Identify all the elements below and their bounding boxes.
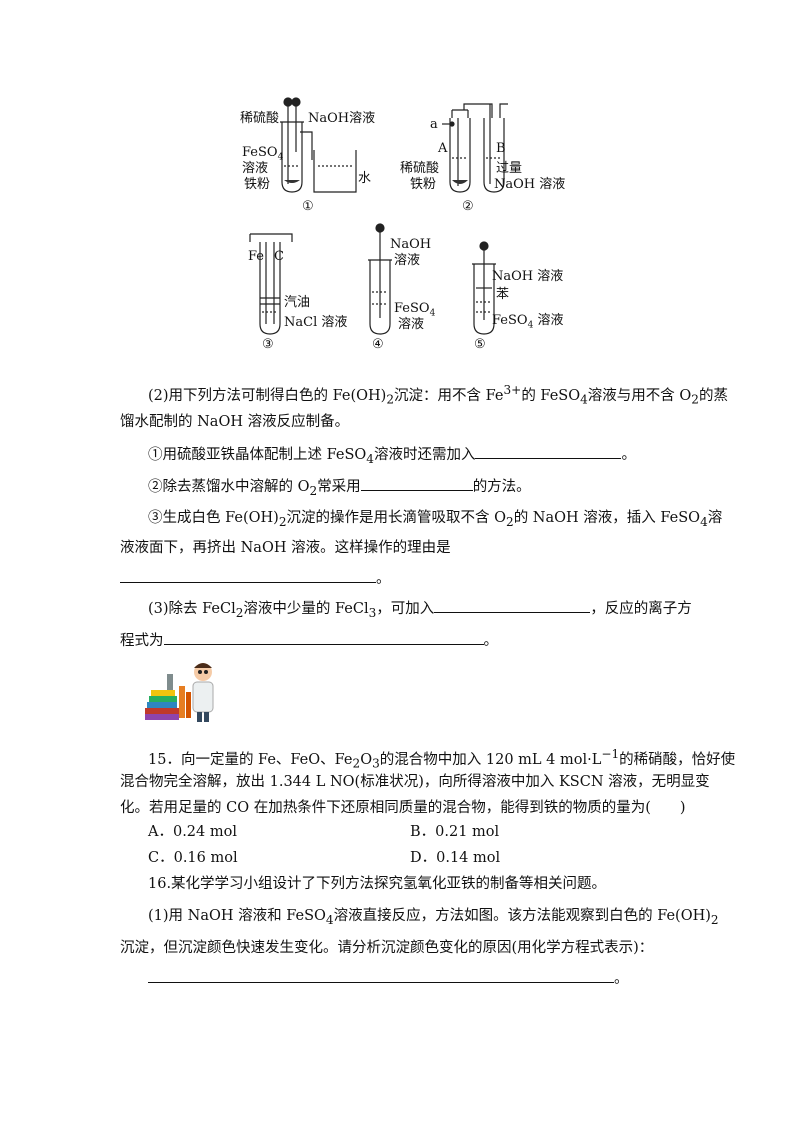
q2-sub3-answer: 。 <box>120 568 391 589</box>
label-excess: 过量 <box>496 161 523 176</box>
label-A: A <box>438 141 448 156</box>
label-naoh-5: NaOH 溶液 <box>492 269 564 284</box>
apparatus-number-2: ② <box>462 199 474 214</box>
apparatus-number-1: ① <box>302 199 314 214</box>
q15-line1: 15．向一定量的 Fe、FeO、Fe2O3的混合物中加入 120 mL 4 mo… <box>148 747 736 771</box>
label-dilute-acid-1: 稀硫酸 <box>240 111 280 126</box>
q2-sub1: ①用硫酸亚铁晶体配制上述 FeSO4溶液时还需加入。 <box>148 444 636 469</box>
q2-intro-line2: 馏水配制的 NaOH 溶液反应制备。 <box>120 414 350 430</box>
answer-blank-1[interactable] <box>475 444 622 459</box>
apparatus-drawings <box>249 97 508 335</box>
q15-option-d[interactable]: D．0.14 mol <box>410 850 501 866</box>
label-naoh-1: NaOH溶液 <box>308 111 376 126</box>
apparatus-number-5: ⑤ <box>474 337 486 352</box>
label-feso4-1: FeSO4 <box>242 145 284 163</box>
q16-p1-line1: (1)用 NaOH 溶液和 FeSO4溶液直接反应，方法如图。该方法能观察到白色… <box>148 908 719 927</box>
label-naoh-2: NaOH 溶液 <box>494 177 566 192</box>
label-solution-1: 溶液 <box>242 161 269 176</box>
scientist-clipart <box>141 656 221 724</box>
q2-sub2: ②除去蒸馏水中溶解的 O2常采用的方法。 <box>148 476 531 501</box>
q15-line3: 化。若用足量的 CO 在加热条件下还原相同质量的混合物，能得到铁的物质的量为( … <box>120 800 686 816</box>
answer-blank-4[interactable] <box>434 598 591 613</box>
label-a: a <box>430 117 438 132</box>
q16-answer: 。 <box>148 968 629 989</box>
apparatus-4 <box>368 223 392 335</box>
label-feso4-4: FeSO4 <box>394 301 436 319</box>
label-B: B <box>496 141 506 156</box>
apparatus-number-3: ③ <box>262 337 274 352</box>
label-naoh-4a: NaOH <box>390 237 432 252</box>
label-iron-powder-2: 铁粉 <box>410 177 437 192</box>
label-gasoline: 汽油 <box>284 295 311 310</box>
q3-line1: (3)除去 FeCl2溶液中少量的 FeCl3，可加入，反应的离子方 <box>148 598 692 623</box>
q16-title: 16.某化学学习小组设计了下列方法探究氢氧化亚铁的制备等相关问题。 <box>148 876 607 892</box>
answer-blank-2[interactable] <box>360 476 473 491</box>
apparatus-3 <box>249 233 293 335</box>
label-water: 水 <box>358 171 372 186</box>
label-solution-4: 溶液 <box>398 317 425 332</box>
label-naoh-4b: 溶液 <box>394 253 421 268</box>
label-c: C <box>274 249 284 264</box>
label-dilute-acid-2: 稀硫酸 <box>400 161 440 176</box>
apparatus-5 <box>472 241 496 335</box>
apparatus-figure: 稀硫酸 NaOH溶液 FeSO4 溶液 铁粉 水 ① a A B 稀硫酸 过量 … <box>230 92 590 354</box>
q15-option-c[interactable]: C．0.16 mol <box>148 850 238 866</box>
answer-blank-6[interactable] <box>148 968 614 983</box>
answer-blank-3[interactable] <box>120 568 376 583</box>
label-benzene: 苯 <box>496 287 510 302</box>
q3-line2: 程式为。 <box>120 630 498 651</box>
answer-blank-5[interactable] <box>163 630 484 645</box>
apparatus-2 <box>442 103 508 193</box>
q2-sub3-line2: 液液面下，再挤出 NaOH 溶液。这样操作的理由是 <box>120 540 451 556</box>
q2-sub3-line1: ③生成白色 Fe(OH)2沉淀的操作是用长滴管吸取不含 O2的 NaOH 溶液，… <box>148 510 723 529</box>
q15-option-a[interactable]: A．0.24 mol <box>148 824 237 840</box>
label-iron-powder-1: 铁粉 <box>244 177 271 192</box>
q2-intro-line1: (2)用下列方法可制得白色的 Fe(OH)2沉淀：用不含 Fe3+的 FeSO4… <box>148 383 728 407</box>
label-nacl: NaCl 溶液 <box>284 315 348 330</box>
q16-p1-line2: 沉淀，但沉淀颜色快速发生变化。请分析沉淀颜色变化的原因(用化学方程式表示)： <box>120 940 654 956</box>
apparatus-1 <box>280 97 357 193</box>
apparatus-number-4: ④ <box>372 337 384 352</box>
q15-option-b[interactable]: B．0.21 mol <box>410 824 500 840</box>
label-fe: Fe <box>248 249 265 264</box>
q15-line2: 混合物完全溶解，放出 1.344 L NO(标准状况)，向所得溶液中加入 KSC… <box>120 774 710 790</box>
label-feso4-5: FeSO4 溶液 <box>492 313 564 331</box>
